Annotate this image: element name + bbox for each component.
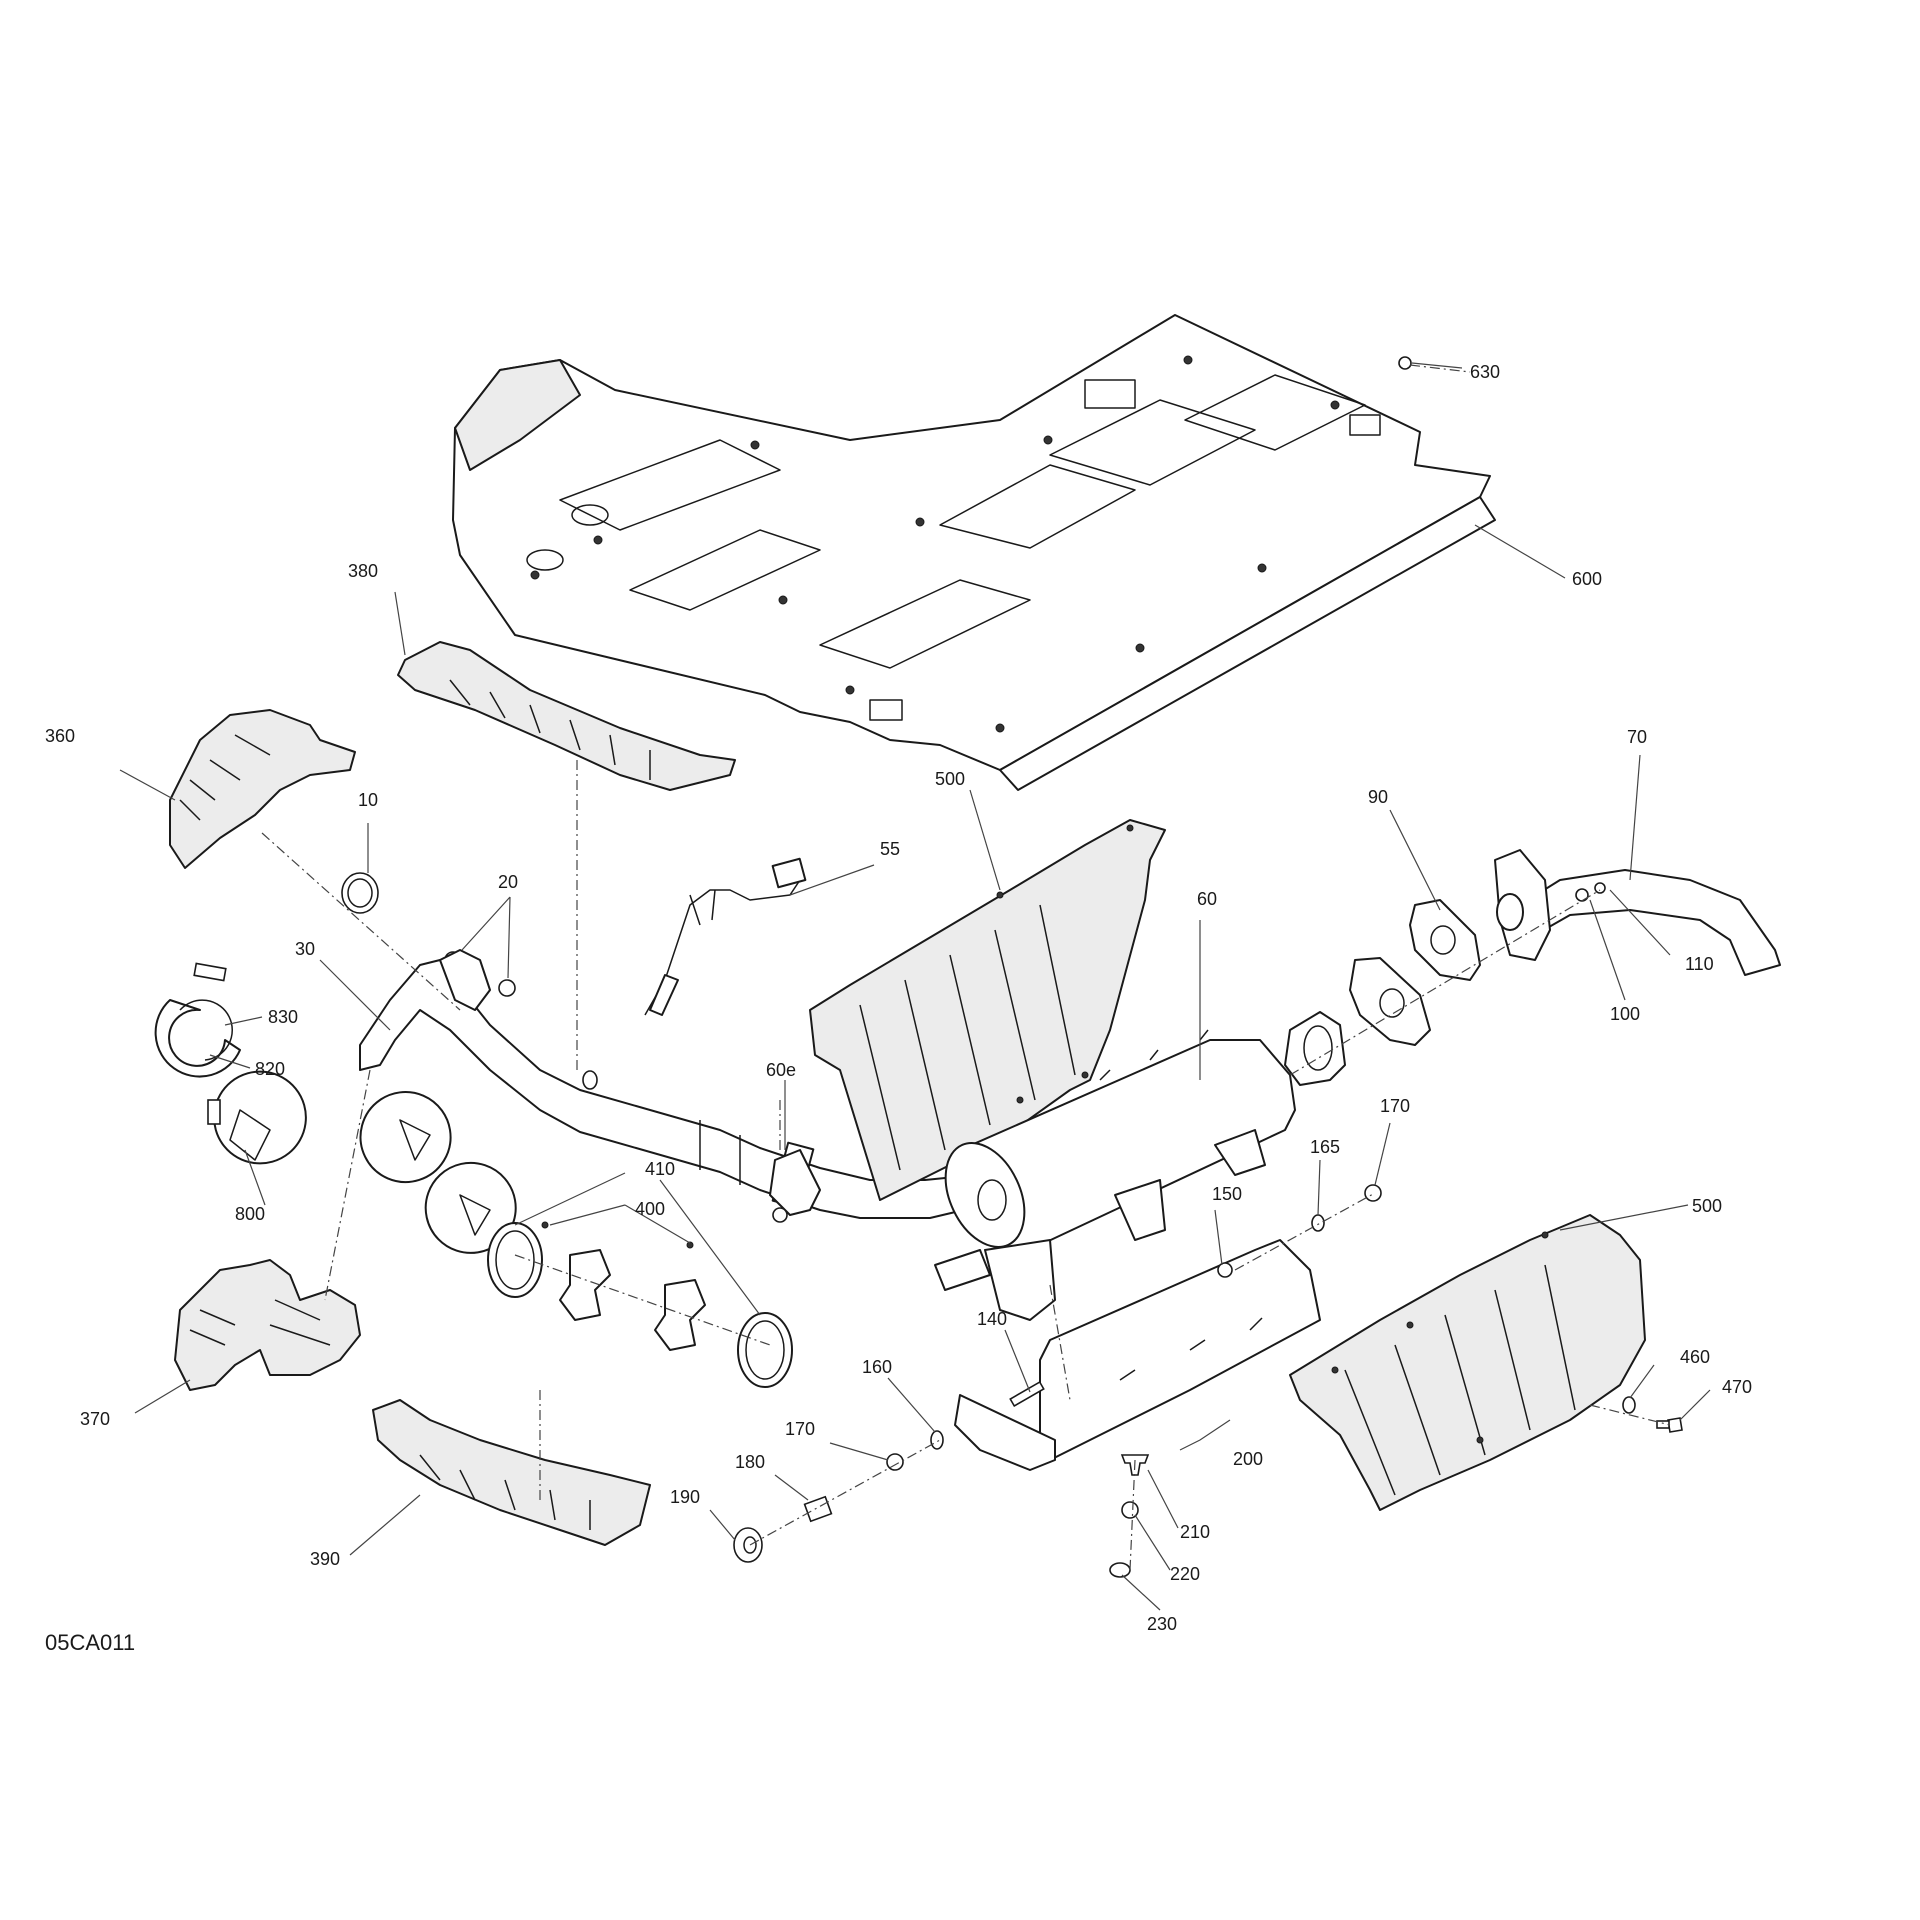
part-830-clamp[interactable]	[154, 962, 241, 1078]
callout-460: 460	[1680, 1347, 1710, 1367]
part-500-heat-shield-lower[interactable]	[1289, 1214, 1646, 1511]
callout-500-lower: 500	[1692, 1196, 1722, 1216]
callout-170-lower: 170	[785, 1419, 815, 1439]
part-500-heat-shield[interactable]	[809, 819, 1166, 1201]
part-100-bolt[interactable]	[1575, 888, 1589, 902]
callout-60: 60	[1197, 889, 1217, 909]
callout-180: 180	[735, 1452, 765, 1472]
callout-110: 110	[1685, 954, 1714, 974]
part-410-clamp[interactable]	[487, 1222, 793, 1388]
part-160-washer[interactable]	[930, 1430, 944, 1450]
part-165-washer[interactable]	[1311, 1214, 1325, 1232]
part-600-skid-plate[interactable]	[452, 314, 1496, 791]
callout-210: 210	[1180, 1522, 1210, 1542]
callout-170-right: 170	[1380, 1096, 1410, 1116]
part-220-nut[interactable]	[1121, 1501, 1139, 1519]
callout-labels: 10 20 30 55 60 60e 70 90 100 110 140 150…	[45, 362, 1752, 1634]
part-10-gasket-ring[interactable]	[341, 872, 379, 914]
callout-200: 200	[1233, 1449, 1263, 1469]
part-90-gasket[interactable]	[1349, 899, 1481, 1046]
callout-140: 140	[977, 1309, 1007, 1329]
drawing-code: 05CA011	[45, 1630, 135, 1655]
callout-30: 30	[295, 939, 315, 959]
part-170-nut-lower[interactable]	[886, 1453, 904, 1471]
part-390-heat-shield[interactable]	[372, 1399, 651, 1546]
part-400-clip[interactable]	[541, 1221, 706, 1351]
part-230-washer[interactable]	[1109, 1562, 1131, 1578]
part-800-clamp[interactable]	[207, 1070, 307, 1165]
callout-160: 160	[862, 1357, 892, 1377]
part-200-bracket[interactable]	[954, 1239, 1321, 1471]
part-60e-clamp[interactable]	[769, 1149, 821, 1223]
part-70-tail-pipe[interactable]	[1494, 849, 1781, 976]
callout-400: 400	[635, 1199, 665, 1219]
part-140-stud[interactable]	[1009, 1380, 1045, 1408]
callout-360: 360	[45, 726, 75, 746]
part-110-washer[interactable]	[1594, 882, 1606, 894]
callout-70: 70	[1627, 727, 1647, 747]
part-360-heat-shield[interactable]	[169, 709, 356, 869]
callout-600: 600	[1572, 569, 1602, 589]
part-180-spacer[interactable]	[803, 1495, 833, 1523]
callout-165: 165	[1310, 1137, 1340, 1157]
part-55-oxygen-sensor[interactable]	[644, 857, 807, 1016]
callout-390: 390	[310, 1549, 340, 1569]
callout-370: 370	[80, 1409, 110, 1429]
callout-55: 55	[880, 839, 900, 859]
callout-230: 230	[1147, 1614, 1177, 1634]
callout-630: 630	[1470, 362, 1500, 382]
callout-820: 820	[255, 1059, 285, 1079]
callout-190: 190	[670, 1487, 700, 1507]
callout-90: 90	[1368, 787, 1388, 807]
callout-100: 100	[1610, 1004, 1640, 1024]
part-150-nut[interactable]	[1217, 1262, 1233, 1278]
part-630-push-fastener[interactable]	[1398, 356, 1412, 370]
clamp-ring-pair[interactable]	[359, 1091, 517, 1254]
callout-500-upper: 500	[935, 769, 965, 789]
callout-10: 10	[358, 790, 378, 810]
leader-lines	[119, 362, 1711, 1611]
part-460-washer[interactable]	[1622, 1396, 1636, 1414]
callout-60e: 60e	[766, 1060, 796, 1080]
part-820-clamp-insert[interactable]	[179, 999, 233, 1061]
part-370-heat-shield[interactable]	[174, 1259, 361, 1391]
assembly-axis-lines	[261, 364, 1671, 1571]
part-170-nut-right[interactable]	[1364, 1184, 1382, 1202]
callout-20: 20	[498, 872, 518, 892]
callout-380: 380	[348, 561, 378, 581]
callout-830: 830	[268, 1007, 298, 1027]
part-190-grommet[interactable]	[733, 1527, 763, 1563]
callout-410: 410	[645, 1159, 675, 1179]
part-380-upper-heat-shield[interactable]	[397, 641, 736, 791]
callout-220: 220	[1170, 1564, 1200, 1584]
part-60-muffler[interactable]	[930, 1029, 1296, 1321]
callout-470: 470	[1722, 1377, 1752, 1397]
callout-150: 150	[1212, 1184, 1242, 1204]
pipe-sleeve[interactable]	[1284, 1011, 1346, 1086]
callout-800: 800	[235, 1204, 265, 1224]
